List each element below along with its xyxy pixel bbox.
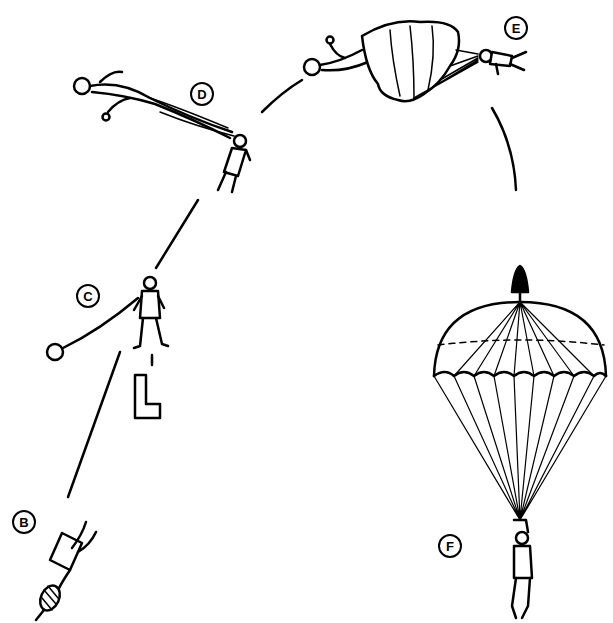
callout-circle: E [504, 16, 528, 40]
callout-circle: C [76, 284, 100, 308]
jumper-b [36, 522, 96, 620]
trajectory [68, 352, 120, 497]
trajectory [156, 200, 198, 268]
callout-circle: D [190, 82, 214, 106]
callout-letter: B [19, 516, 28, 529]
callout-circle: B [12, 510, 36, 534]
jumper-f [434, 266, 606, 618]
callout-circle: F [438, 534, 462, 558]
callout-letter: E [512, 22, 521, 35]
jumper-e [304, 21, 526, 101]
jumper-c [47, 277, 168, 418]
callout-letter: F [446, 540, 454, 553]
jumper-d [74, 72, 250, 192]
trajectory [262, 80, 302, 112]
trajectory [492, 108, 516, 190]
callout-letter: C [83, 290, 92, 303]
callout-letter: D [197, 88, 206, 101]
